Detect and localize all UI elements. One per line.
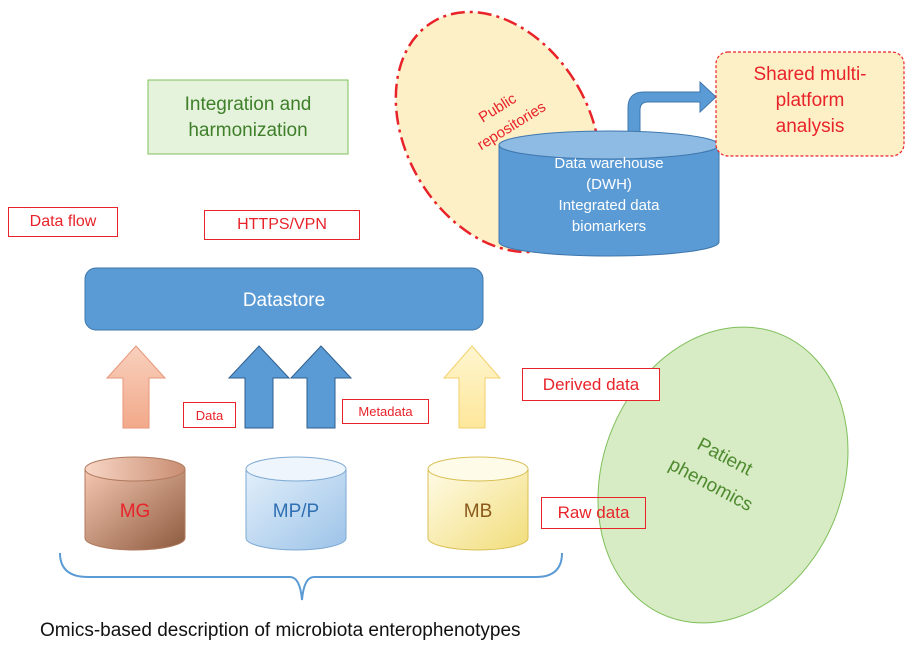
dwh-to-analysis-arrow [627, 80, 717, 151]
mg-label: MG [120, 501, 151, 522]
derived-data-label: Derived data [522, 368, 660, 401]
data-warehouse-cylinder: Data warehouse (DWH) Integrated data bio… [498, 130, 720, 257]
shared-analysis-line3: analysis [776, 116, 845, 137]
dwh-line4: biomarkers [572, 218, 646, 235]
data-label: Data [183, 402, 236, 428]
dwh-line1: Data warehouse [554, 155, 663, 172]
shared-analysis-box: Shared multi- platform analysis [715, 51, 905, 157]
mb-upload-arrow [442, 345, 502, 429]
datastore-bar: Datastore [84, 267, 484, 331]
shared-analysis-line1: Shared multi- [754, 64, 867, 85]
patient-phenomics-ellipse: Patient phenomics [597, 326, 849, 624]
omics-bracket [59, 552, 563, 601]
datastore-label: Datastore [243, 290, 325, 311]
integration-box: Integration and harmonization [147, 79, 349, 155]
shared-analysis-line2: platform [776, 90, 845, 111]
mg-upload-arrow [105, 345, 167, 429]
mpp-label: MP/P [273, 501, 319, 522]
raw-data-label: Raw data [541, 497, 646, 529]
integration-line1: Integration and [185, 94, 312, 115]
mg-cylinder: MG [84, 456, 186, 551]
metadata-label: Metadata [342, 399, 429, 424]
mb-label: MB [464, 501, 493, 522]
figure-caption: Omics-based description of microbiota en… [40, 620, 521, 641]
dwh-line2: (DWH) [586, 176, 632, 193]
data-flow-label: Data flow [8, 207, 118, 237]
mpp-cylinder: MP/P [245, 456, 347, 551]
data-upload-arrow [227, 345, 291, 429]
metadata-upload-arrow [289, 345, 353, 429]
mb-cylinder: MB [427, 456, 529, 551]
https-vpn-label: HTTPS/VPN [204, 210, 360, 240]
integration-line2: harmonization [188, 120, 307, 141]
dwh-line3: Integrated data [559, 197, 661, 214]
